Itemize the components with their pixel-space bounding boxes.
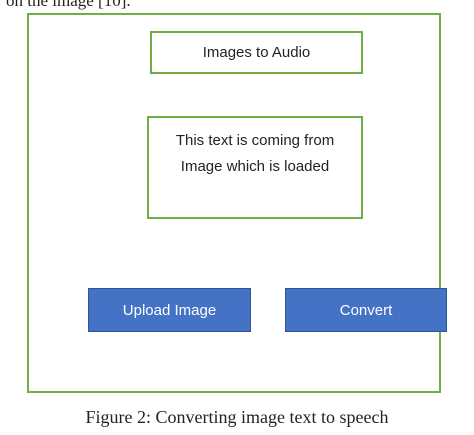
upload-image-button[interactable]: Upload Image: [88, 288, 251, 332]
extracted-text-area: This text is coming from Image which is …: [147, 116, 363, 219]
convert-button[interactable]: Convert: [285, 288, 447, 332]
extracted-text-line-1: This text is coming from: [175, 132, 335, 149]
app-window-frame: [27, 13, 441, 393]
figure-caption: Figure 2: Converting image text to speec…: [85, 407, 389, 427]
cutoff-text-line: on the image [10].: [6, 0, 131, 10]
app-title: Images to Audio: [202, 44, 311, 61]
extracted-text-line-2: Image which is loaded: [180, 158, 330, 175]
app-title-box: Images to Audio: [150, 31, 363, 74]
